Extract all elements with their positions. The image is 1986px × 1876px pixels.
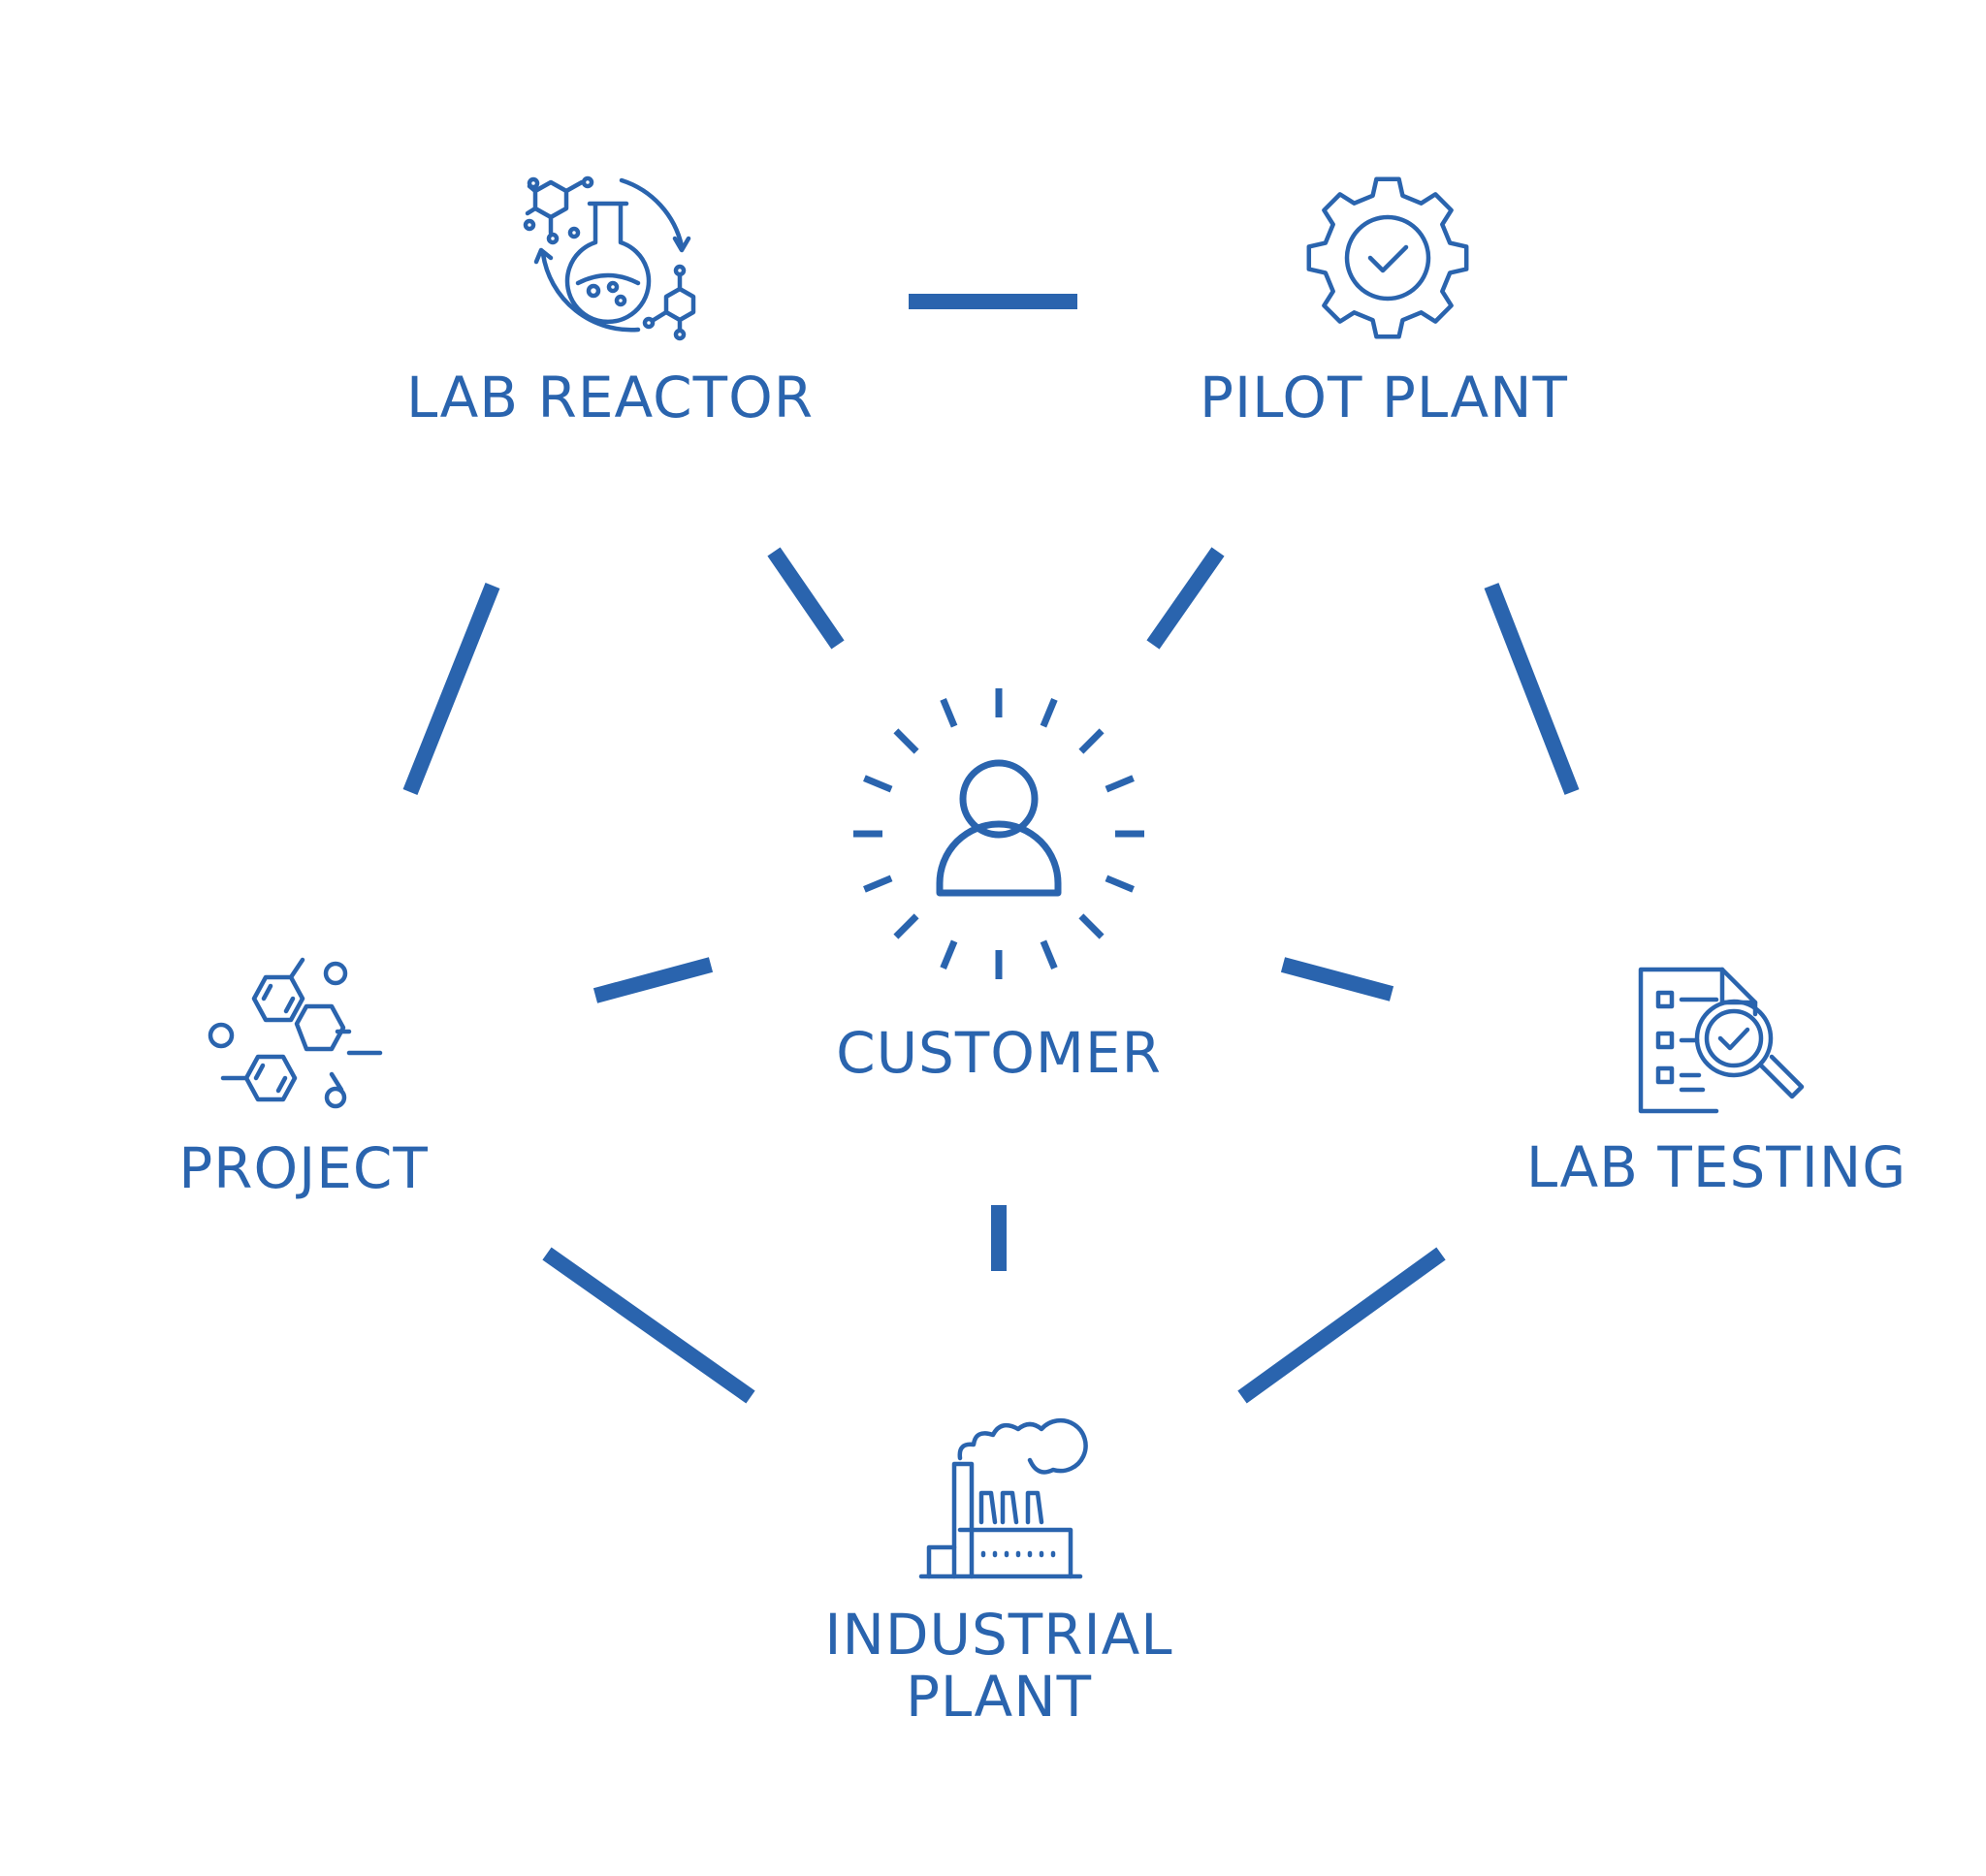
- project-label: PROJECT: [178, 1135, 429, 1201]
- sunburst-ray: [940, 939, 958, 970]
- outer-connectors: [402, 294, 1580, 1404]
- node-pilot-plant: PILOT PLANT: [1200, 176, 1568, 430]
- sunburst-ray: [1105, 874, 1135, 893]
- industrial-plant-label-line1: INDUSTRIAL: [824, 1602, 1172, 1668]
- document-magnifier-check-icon: [1638, 967, 1805, 1114]
- sunburst-rays: [853, 688, 1144, 979]
- hexagon-molecules-icon: [208, 957, 383, 1109]
- node-lab-testing: LAB TESTING: [1526, 967, 1906, 1200]
- flask-molecule-cycle-icon: [523, 175, 696, 341]
- spoke-lab-reactor: [767, 547, 845, 650]
- lab-testing-label: LAB TESTING: [1526, 1134, 1906, 1200]
- gear-check-icon: [1306, 176, 1469, 339]
- sunburst-ray: [1078, 728, 1105, 754]
- sunburst-ray: [893, 913, 919, 939]
- customer-label: CUSTOMER: [836, 1020, 1162, 1086]
- sunburst-ray: [863, 874, 893, 893]
- sunburst-ray: [863, 775, 893, 793]
- connector-industrial-plant-project: [542, 1247, 755, 1404]
- inner-connectors: [593, 547, 1394, 1271]
- connector-project-lab-reactor: [402, 583, 500, 795]
- pilot-plant-label: PILOT PLANT: [1200, 365, 1568, 430]
- factory-icon: [918, 1417, 1088, 1579]
- sunburst-ray: [1040, 939, 1058, 970]
- sunburst-ray: [1078, 913, 1105, 939]
- person-icon: [936, 759, 1062, 897]
- node-lab-reactor: LAB REACTOR: [406, 175, 814, 430]
- sunburst-ray: [1105, 775, 1135, 793]
- connector-lab-testing-industrial-plant: [1237, 1247, 1446, 1404]
- industrial-plant-label-line2: PLANT: [906, 1664, 1092, 1730]
- sunburst-ray: [940, 698, 958, 728]
- lab-reactor-label: LAB REACTOR: [406, 365, 814, 430]
- node-project: PROJECT: [178, 957, 429, 1201]
- sunburst-ray: [1040, 698, 1058, 728]
- spoke-project: [593, 957, 714, 1003]
- node-industrial-plant: INDUSTRIAL PLANT: [824, 1417, 1172, 1730]
- spoke-pilot-plant: [1146, 547, 1225, 650]
- customer-node: CUSTOMER: [836, 688, 1162, 1086]
- connector-pilot-plant-lab-testing: [1484, 583, 1580, 795]
- spoke-lab-testing: [1280, 957, 1394, 1002]
- sunburst-ray: [893, 728, 919, 754]
